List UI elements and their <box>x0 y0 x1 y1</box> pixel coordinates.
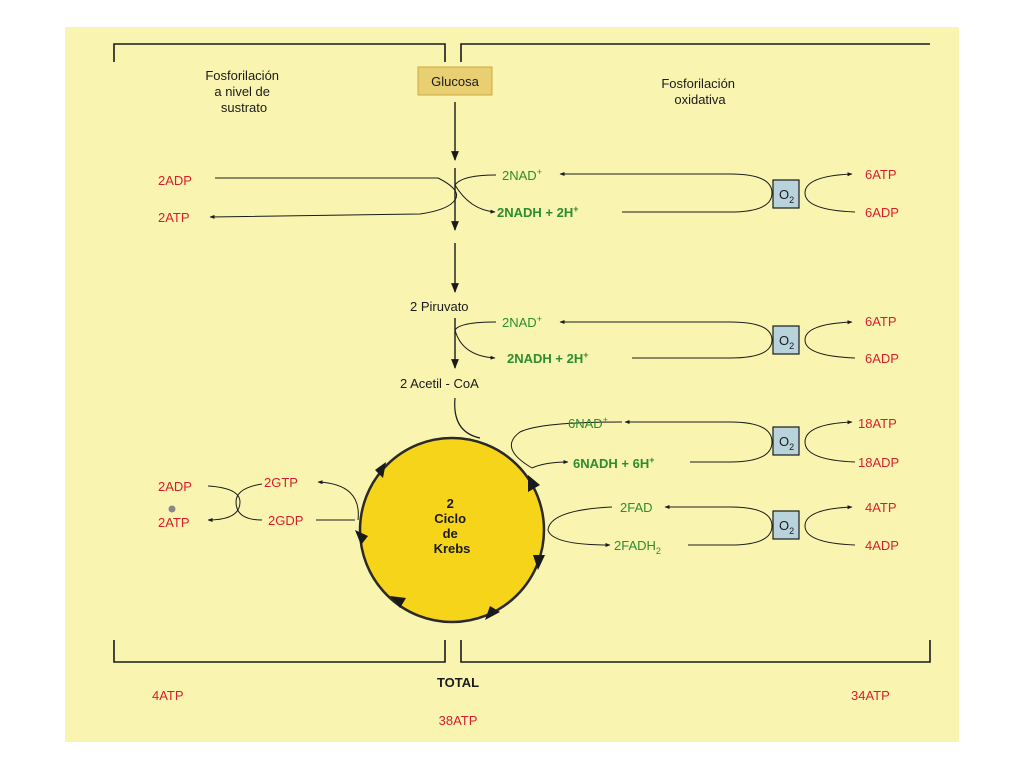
row3-o2-box <box>772 426 800 456</box>
row2-adp: 6ADP <box>865 351 899 366</box>
top-bracket-right <box>460 43 930 62</box>
row2-atp: 6ATP <box>865 314 897 329</box>
bottom-bracket-left <box>113 640 446 663</box>
glycolysis-atp-curve <box>209 177 458 219</box>
row3-adp: 18ADP <box>858 455 899 470</box>
row4-adp: 4ADP <box>865 538 899 553</box>
row2-o2: O2 <box>779 333 794 351</box>
dot-marker <box>168 505 176 513</box>
krebs-label: 2 Ciclo de Krebs <box>434 496 471 556</box>
row4-fad: 2FAD <box>620 500 653 515</box>
row2-nad-return <box>454 321 497 331</box>
diagram-panel <box>65 27 959 742</box>
row1-oxid-loop <box>559 172 773 213</box>
row3-atp: 18ATP <box>858 416 897 431</box>
row2-nad: 2NAD+ <box>502 314 542 330</box>
row3-atp-curve <box>804 420 856 463</box>
row4-atp-curve <box>804 505 856 546</box>
row4-fadh: 2FADH2 <box>614 538 661 556</box>
piruvato-label: 2 Piruvato <box>410 299 469 314</box>
row3-oxid-loop <box>624 420 773 463</box>
row4-o2-box <box>772 510 800 540</box>
row1-nad-curve <box>454 184 496 214</box>
acetil-to-krebs <box>454 397 481 439</box>
row2-nadh: 2NADH + 2H+ <box>507 350 588 366</box>
row1-atp-curve <box>804 172 856 213</box>
left-adp-2: 2ADP <box>158 479 192 494</box>
row3-nad-curve <box>510 421 623 469</box>
row2-atp-curve <box>804 320 856 359</box>
left-gdp: 2GDP <box>268 513 303 528</box>
total-left: 4ATP <box>152 688 184 703</box>
acetil-label: 2 Acetil - CoA <box>400 376 479 391</box>
total-label: TOTAL <box>437 675 479 690</box>
left-gtp: 2GTP <box>264 475 298 490</box>
krebs-arrowheads <box>355 462 545 620</box>
gtp-loop <box>317 480 359 521</box>
row1-adp: 6ADP <box>865 205 899 220</box>
row4-atp: 4ATP <box>865 500 897 515</box>
row4-oxid-loop <box>664 505 773 546</box>
bottom-bracket-right <box>460 640 931 663</box>
row2-nad-curve <box>454 329 496 360</box>
substrate-loop-right <box>235 483 263 521</box>
row1-atp: 6ATP <box>865 167 897 182</box>
row1-nadh: 2NADH + 2H+ <box>497 204 578 220</box>
total-value: 38ATP <box>439 713 478 728</box>
left-adp-1: 2ADP <box>158 173 192 188</box>
glucosa-label: Glucosa <box>431 74 479 89</box>
left-atp-2: 2ATP <box>158 515 190 530</box>
row2-o2-box <box>772 325 800 355</box>
total-right: 34ATP <box>851 688 890 703</box>
row4-o2: O2 <box>779 518 794 536</box>
left-atp-1: 2ATP <box>158 210 190 225</box>
top-bracket-left <box>113 43 446 62</box>
row4-fadh-curve <box>547 529 611 547</box>
glucosa-box <box>417 66 493 96</box>
row3-nadh: 6NADH + 6H+ <box>573 455 654 471</box>
right-title: Fosforilación oxidativa <box>661 76 738 107</box>
substrate-loop <box>207 485 241 522</box>
row1-nad-return <box>454 174 497 186</box>
row3-nadh-curve <box>531 460 569 469</box>
row3-o2: O2 <box>779 434 794 452</box>
left-title: Fosforilación a nivel de sustrato <box>205 68 282 115</box>
row1-nad: 2NAD+ <box>502 167 542 183</box>
krebs-cycle <box>358 436 546 624</box>
row4-fad-curve <box>547 506 613 531</box>
row2-oxid-loop <box>559 320 773 359</box>
row3-nad: 6NAD+ <box>568 415 608 431</box>
row1-o2: O2 <box>779 187 794 205</box>
row1-o2-box <box>772 179 800 209</box>
